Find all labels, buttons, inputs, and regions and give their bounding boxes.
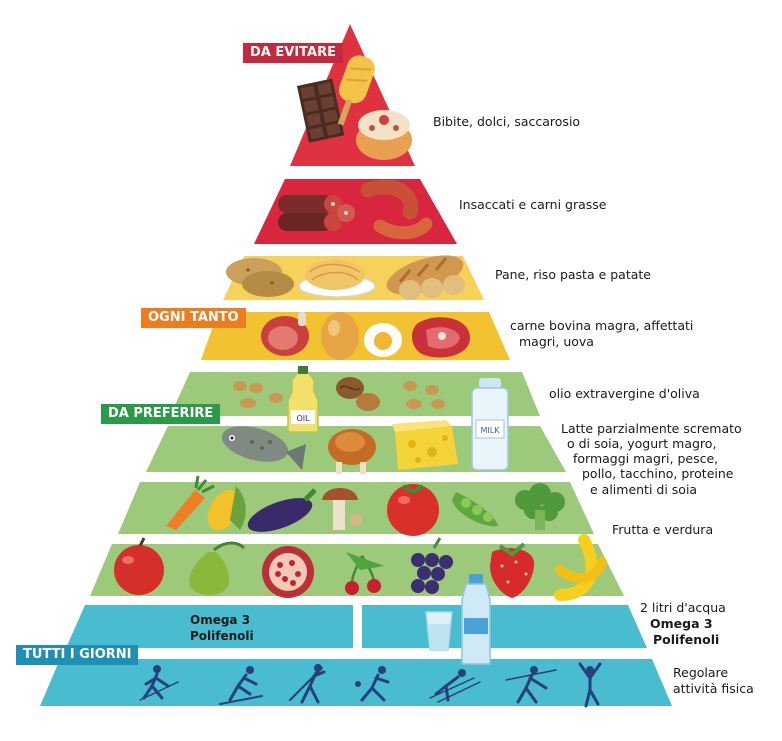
tier-water-left <box>66 605 353 648</box>
peas-icon <box>452 492 498 527</box>
boiled-egg-icon <box>364 323 402 357</box>
tomato-icon <box>387 484 439 536</box>
label-lean-meat-line1: carne bovina magra, affettati <box>510 318 694 333</box>
badge-prefer: DA PREFERIRE <box>101 404 221 424</box>
nuts-icon <box>233 381 445 409</box>
label-dairy-line3: formaggi magri, pesce, <box>573 451 719 466</box>
label-lean-meat-line2: magri, uova <box>519 334 594 349</box>
pasta-icon <box>298 260 376 298</box>
potato-icon <box>226 258 294 297</box>
water-glass-icon <box>425 611 453 651</box>
pomegranate-icon <box>262 546 314 598</box>
badge-everyday: TUTTI I GIORNI <box>16 645 139 665</box>
strawberry-icon <box>490 542 535 598</box>
chicken-icon <box>328 429 376 474</box>
corn-icon <box>207 486 246 531</box>
label-dairy-line1: Latte parzialmente scremato <box>561 421 742 436</box>
polifenoli-inner-label: Polifenoli <box>190 629 254 643</box>
donut-icon <box>356 110 412 160</box>
ice-cream-icon <box>337 55 375 126</box>
cherries-icon <box>345 552 384 595</box>
salami-icon <box>278 195 355 231</box>
water-bottle-icon <box>461 574 491 665</box>
label-water-line3: Polifenoli <box>653 632 720 647</box>
label-water-line1: 2 litri d'acqua <box>640 600 726 615</box>
grapes-icon <box>411 537 453 594</box>
bread-icon <box>386 255 465 300</box>
ham-icon <box>261 312 309 356</box>
label-water-line2: Omega 3 <box>650 616 713 631</box>
label-olive-oil: olio extravergine d'oliva <box>549 386 700 401</box>
oil-label: OIL <box>296 414 310 423</box>
omega-inner-label: Omega 3 <box>190 613 251 627</box>
walnut-icon <box>336 377 380 411</box>
label-sweets: Bibite, dolci, saccarosio <box>433 114 581 129</box>
label-dairy-line5: e alimenti di soia <box>590 482 698 497</box>
eggplant-icon <box>247 488 317 532</box>
badge-sometimes: OGNI TANTO <box>141 308 246 328</box>
oil-bottle-icon: OIL <box>287 366 319 433</box>
label-fruit-veg: Frutta e verdura <box>612 522 714 537</box>
badge-avoid: DA EVITARE <box>243 43 343 63</box>
label-activity-line2: attività fisica <box>673 681 754 696</box>
cheese-icon <box>392 420 458 470</box>
pear-icon <box>189 541 246 595</box>
egg-icon <box>321 312 359 360</box>
steak-icon <box>411 317 470 358</box>
milk-label: MILK <box>481 426 501 435</box>
carrot-icon <box>166 475 215 530</box>
sausage-icon <box>360 179 433 240</box>
label-dairy-line4: pollo, tacchino, proteine <box>582 466 734 481</box>
fish-icon <box>221 426 306 470</box>
apple-icon <box>114 537 164 595</box>
label-carbs: Pane, riso pasta e patate <box>495 267 651 282</box>
sport-figures-icon <box>139 662 602 708</box>
label-activity-line1: Regolare <box>673 665 729 680</box>
label-dairy-line2: o di soia, yogurt magro, <box>567 436 717 451</box>
banana-icon <box>554 534 607 601</box>
chocolate-icon <box>297 78 345 143</box>
broccoli-icon <box>515 483 565 530</box>
milk-bottle-icon: MILK <box>471 378 509 471</box>
mushroom-icon <box>322 488 362 530</box>
tier-water-right <box>362 605 647 648</box>
label-cured-meats: Insaccati e carni grasse <box>459 197 607 212</box>
